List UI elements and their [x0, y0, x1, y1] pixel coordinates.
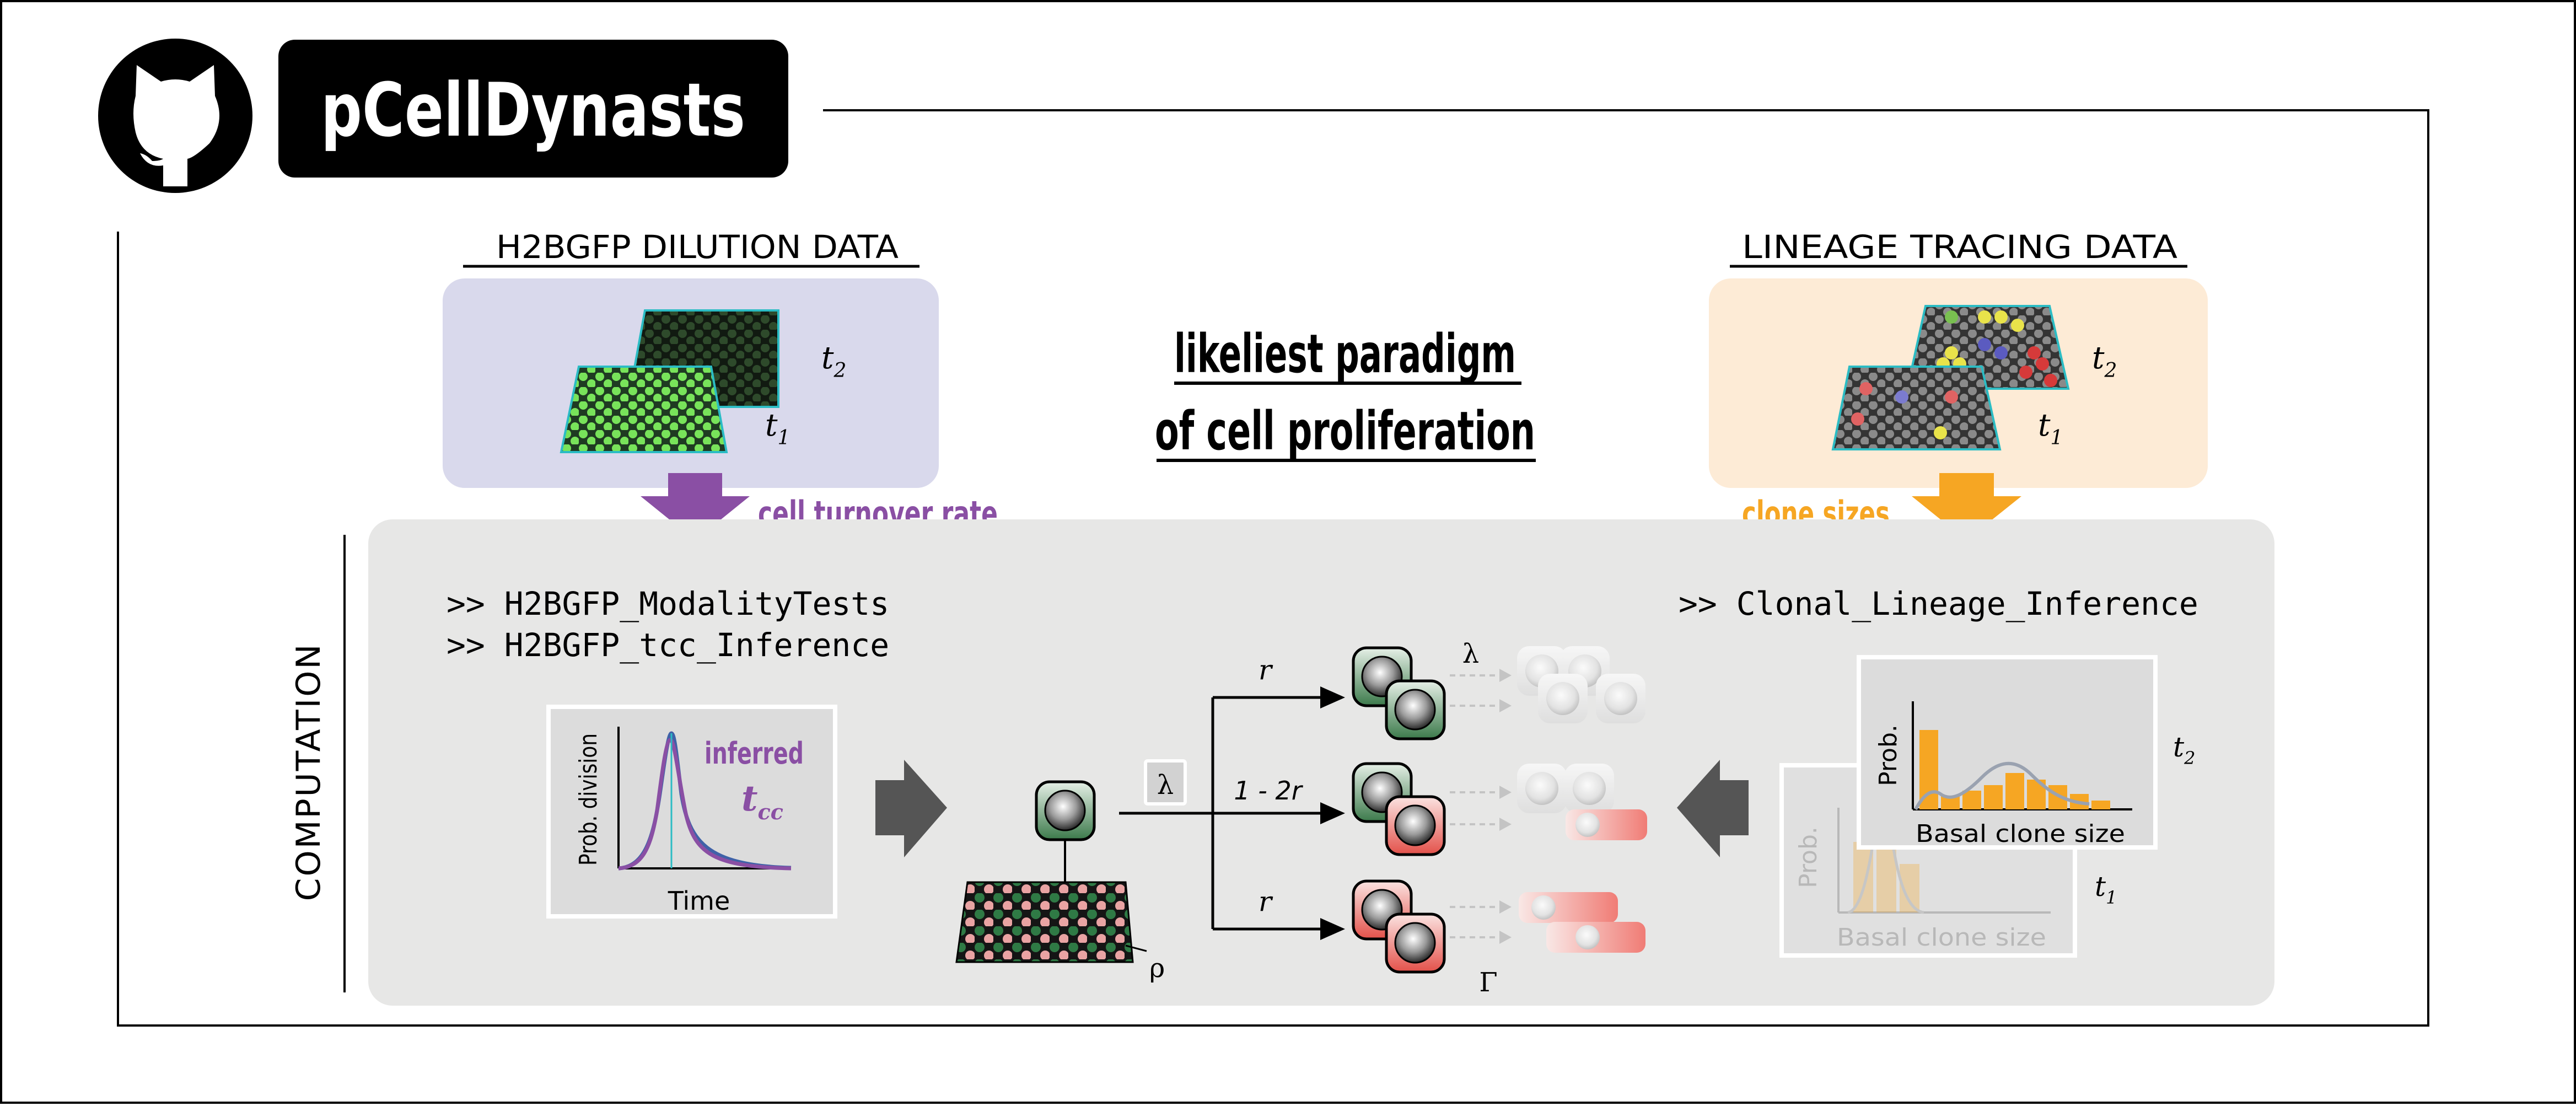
clone-t2-time: t2 — [2173, 731, 2195, 769]
clone-t2-fit-curve — [1914, 761, 2090, 810]
repo-name-badge[interactable] — [278, 40, 788, 178]
command-clonal-lineage[interactable]: >> Clonal_Lineage_Inference — [1679, 585, 2198, 622]
octocat-silhouette — [133, 65, 219, 186]
clone-sizes-arrow — [1912, 473, 2021, 540]
outcome-two-differentiated — [1352, 879, 1446, 974]
lineage-data-block: LINEAGE TRACING DATA t2 t1 — [1709, 228, 2208, 540]
lambda-box — [1144, 759, 1187, 806]
h2bgfp-t2-label: t2 — [821, 340, 846, 382]
clone-t2-bar-5 — [2005, 773, 2024, 809]
clone-t2-ylabel: Prob. — [1874, 724, 1902, 786]
branch-mid-label: 1 - 2r — [1234, 776, 1303, 806]
lambda-rate-label: λ — [1462, 638, 1479, 669]
clone-t2-bar-1 — [1919, 730, 1938, 809]
h2bgfp-title: H2BGFP DILUTION DATA — [496, 228, 899, 266]
clone-t2-bar-3 — [1962, 791, 1981, 809]
tcc-annotation: tcc — [741, 778, 783, 824]
headline-line1: likeliest paradigm — [1174, 323, 1516, 385]
header: pCellDynasts — [98, 39, 788, 193]
rho-label: ρ — [1149, 953, 1165, 984]
outcome-two-progenitors — [1352, 646, 1446, 740]
lineage-t2-label: t2 — [2092, 340, 2117, 382]
clone-t2-xlabel: Basal clone size — [1916, 820, 2125, 848]
clone-t1-time: t1 — [2095, 871, 2117, 908]
division-time-plot: Prob. division Time inferred tcc — [546, 705, 837, 919]
lineage-title: LINEAGE TRACING DATA — [1742, 228, 2177, 266]
stem-cell-model: ρ λ r 1 - 2r r — [955, 638, 1647, 998]
basal-layer-tissue — [955, 881, 1134, 963]
clone-t2-bars — [1919, 730, 2110, 809]
ghost-descendants-bottom — [1519, 892, 1645, 953]
computation-section: COMPUTATION >> H2BGFP_ModalityTests >> H… — [289, 519, 2274, 1006]
ghost-descendants-top — [1517, 646, 1645, 723]
clone-t1-ylabel: Prob. — [1794, 826, 1822, 888]
clone-t2-bar-4 — [1984, 785, 2003, 809]
gamma-rate-label: Γ — [1479, 967, 1497, 998]
command-modality-tests[interactable]: >> H2BGFP_ModalityTests — [447, 585, 889, 622]
left-flow-arrow — [875, 760, 947, 857]
lineage-tissue-t1 — [1831, 366, 2002, 450]
computation-label: COMPUTATION — [289, 643, 328, 901]
division-ylabel: Prob. division — [574, 733, 603, 866]
headline: likeliest paradigm of cell proliferation — [1155, 323, 1536, 462]
command-tcc-inference[interactable]: >> H2BGFP_tcc_Inference — [447, 626, 889, 664]
h2bgfp-t1-label: t1 — [765, 407, 790, 449]
division-xlabel: Time — [668, 886, 730, 916]
lambda-box-label: λ — [1157, 770, 1174, 801]
branch-top-label: r — [1259, 654, 1273, 686]
outcome-asymmetric — [1352, 762, 1446, 856]
h2bgfp-data-block: H2BGFP DILUTION DATA t2 t1 cell turnover… — [443, 228, 998, 540]
inferred-annotation: inferred — [704, 736, 804, 771]
clone-t1-xlabel: Basal clone size — [1837, 924, 2046, 952]
right-flow-arrow — [1677, 760, 1749, 857]
branch-bottom-label: r — [1259, 885, 1273, 917]
repo-name: pCellDynasts — [321, 67, 745, 153]
clone-t2-bar-9 — [2091, 801, 2110, 809]
tissue-t1 — [560, 366, 728, 453]
content-frame — [117, 109, 2429, 1027]
ghost-arrows — [1450, 674, 1499, 938]
clone-size-plot-t2: Prob. Basal clone size t2 — [1857, 655, 2195, 850]
turnover-arrow — [641, 473, 750, 540]
lineage-clones-t1 — [1851, 382, 1958, 439]
lineage-t1-label: t1 — [2038, 407, 2063, 449]
ghost-descendants-mid — [1517, 764, 1647, 840]
headline-line2: of cell proliferation — [1155, 400, 1535, 462]
